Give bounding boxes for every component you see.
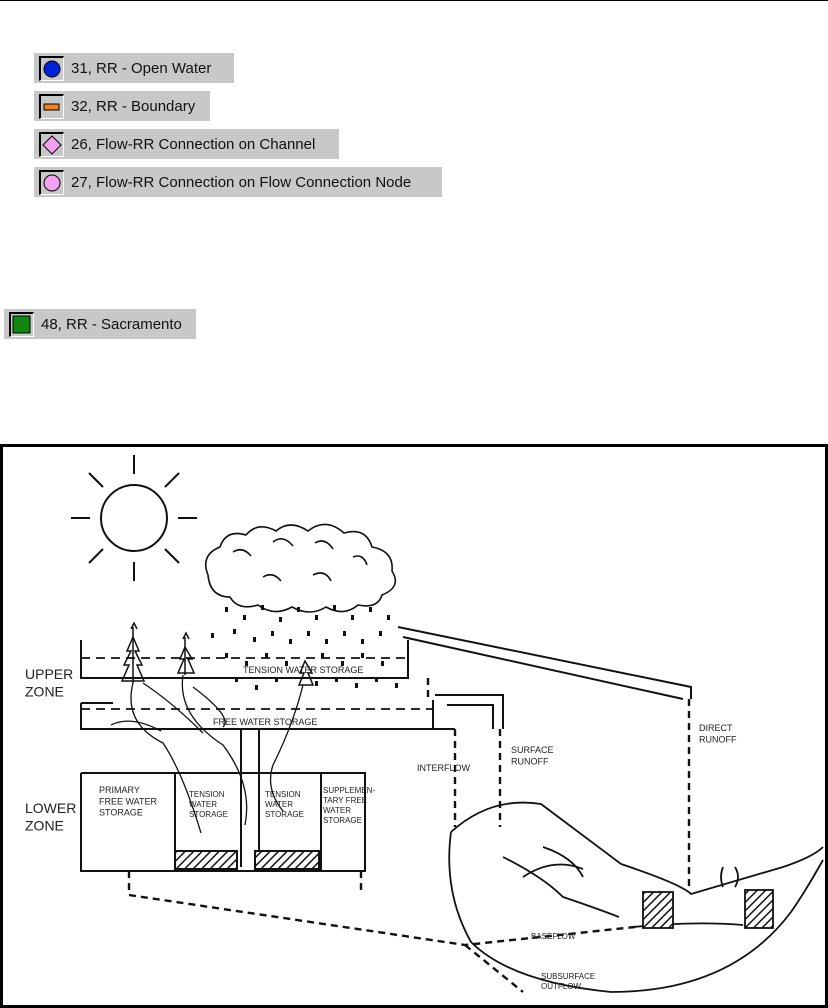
circle-icon — [39, 170, 64, 195]
sun-icon — [71, 455, 197, 581]
legend-item-flow-rr-channel[interactable]: 26, Flow-RR Connection on Channel — [34, 129, 339, 159]
label-line: STORAGE — [189, 810, 228, 819]
legend-label: 48, RR - Sacramento — [41, 315, 182, 333]
free-water-storage-box — [80, 703, 455, 730]
label-line: WATER — [189, 800, 217, 809]
baseflow-label: BASEFLOW — [531, 932, 576, 941]
tension-water-storage-box — [80, 640, 409, 679]
bar-icon — [39, 94, 64, 119]
label-line: RUNOFF — [511, 756, 549, 766]
circle-icon — [39, 56, 64, 81]
label-line: RUNOFF — [699, 734, 737, 744]
legend-label: 32, RR - Boundary — [71, 97, 196, 115]
legend-label: 31, RR - Open Water — [71, 59, 212, 77]
square-icon — [9, 312, 34, 337]
cloud-icon — [204, 523, 397, 613]
legend-item-open-water[interactable]: 31, RR - Open Water — [34, 53, 234, 83]
stream-channel-icon — [448, 801, 824, 993]
label-line: ZONE — [25, 818, 64, 834]
label-line: STORAGE — [265, 810, 304, 819]
diamond-icon — [39, 132, 64, 157]
label-line: WATER — [323, 806, 351, 815]
label-line: TARY FREE — [323, 796, 367, 805]
rain-icon — [211, 605, 398, 690]
legend-label: 26, Flow-RR Connection on Channel — [71, 135, 316, 153]
legend-item-boundary[interactable]: 32, RR - Boundary — [34, 91, 210, 121]
label-line: STORAGE — [99, 808, 143, 818]
interflow-label: INTERFLOW — [417, 763, 471, 773]
tree-icon — [120, 621, 315, 686]
label-line: FREE WATER — [99, 796, 157, 806]
free-water-storage-label: FREE WATER STORAGE — [213, 717, 317, 727]
lower-zone-box — [80, 772, 366, 872]
legend-label: 27, Flow-RR Connection on Flow Connectio… — [71, 173, 412, 191]
label-line: ZONE — [25, 684, 64, 700]
label-line: STORAGE — [323, 816, 362, 825]
tension-water-storage-label: TENSION WATER STORAGE — [243, 665, 363, 675]
legend-item-flow-rr-node[interactable]: 27, Flow-RR Connection on Flow Connectio… — [34, 167, 442, 197]
legend-item-sacramento[interactable]: 48, RR - Sacramento — [4, 309, 196, 339]
label-line: OUTFLOW — [541, 982, 581, 991]
label-line: WATER — [265, 800, 293, 809]
top-rule — [0, 0, 828, 1]
